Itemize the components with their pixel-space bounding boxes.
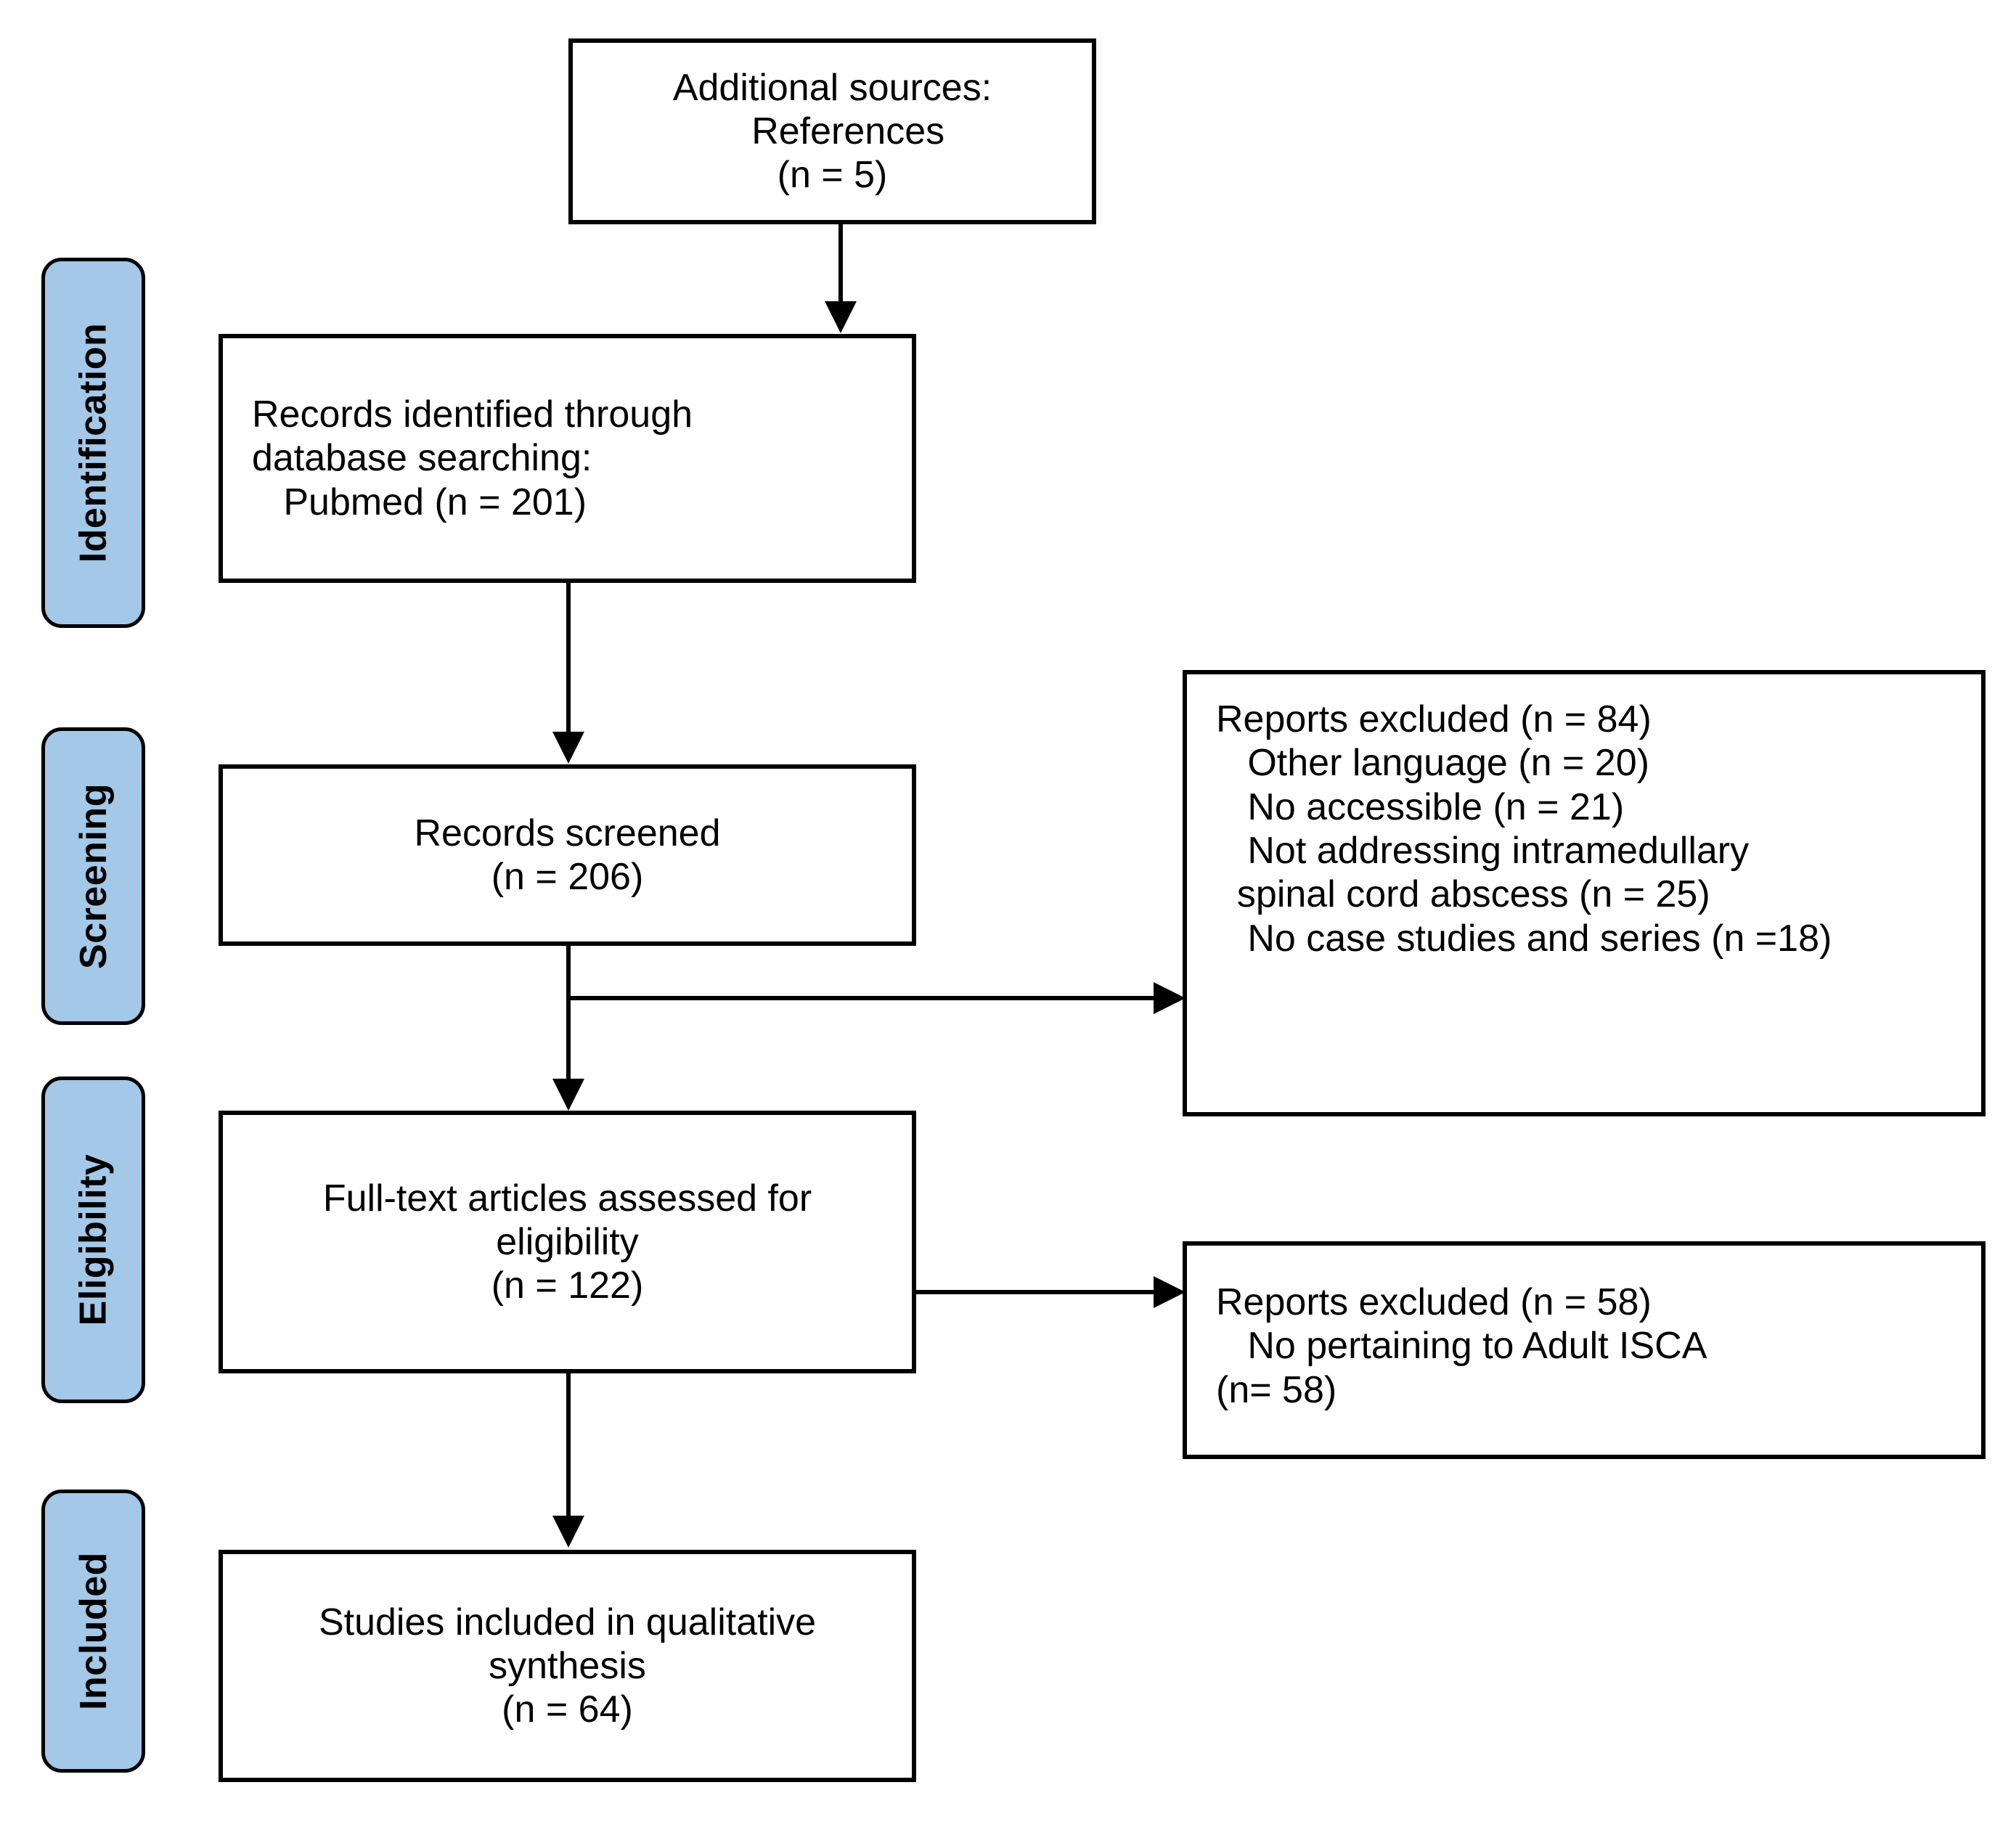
box-reports-excluded-screening-line-1: Reports excluded (n = 84) bbox=[1216, 698, 1652, 740]
box-reports-excluded-screening-line-6: No case studies and series (n =18) bbox=[1216, 917, 1832, 960]
stage-label-screening: Screening bbox=[41, 727, 145, 1025]
box-studies-included-line-1: Studies included in qualitative bbox=[318, 1601, 817, 1643]
box-studies-included-line-3: (n = 64) bbox=[502, 1688, 633, 1731]
box-reports-excluded-eligibility-line-2: No pertaining to Adult ISCA bbox=[1216, 1325, 1707, 1368]
connector-fulltext-to-included bbox=[566, 1373, 571, 1519]
arrowhead-fulltext-to-included bbox=[552, 1516, 584, 1548]
box-studies-included-line-2: synthesis bbox=[489, 1644, 646, 1687]
stage-label-eligibility: Eligibility bbox=[41, 1077, 145, 1403]
box-full-text-assessed-line-1: Full-text articles assessed for bbox=[322, 1177, 812, 1220]
box-studies-included: Studies included in qualitative synthesi… bbox=[219, 1550, 916, 1782]
arrowhead-screened-to-fulltext bbox=[552, 1079, 584, 1111]
box-full-text-assessed: Full-text articles assessed for eligibil… bbox=[219, 1111, 916, 1373]
box-records-screened: Records screened (n = 206) bbox=[219, 764, 916, 946]
box-records-screened-line-2: (n = 206) bbox=[491, 856, 644, 898]
box-records-identified-line-3: Pubmed (n = 201) bbox=[252, 481, 587, 523]
box-reports-excluded-screening-line-5: spinal cord abscess (n = 25) bbox=[1216, 873, 1710, 916]
stage-label-eligibility-text: Eligibility bbox=[72, 1153, 115, 1326]
stage-label-screening-text: Screening bbox=[72, 783, 115, 969]
connector-screened-to-fulltext bbox=[566, 946, 571, 1084]
stage-label-included: Included bbox=[41, 1490, 145, 1773]
box-full-text-assessed-line-2: eligibility bbox=[496, 1220, 639, 1263]
box-records-identified-line-1: Records identified through bbox=[252, 393, 693, 436]
box-additional-sources-line-1: Additional sources: bbox=[672, 66, 992, 109]
box-records-screened-line-1: Records screened bbox=[414, 812, 721, 854]
box-records-identified-line-2: database searching: bbox=[252, 437, 592, 480]
arrowhead-additional-to-identified bbox=[825, 301, 857, 333]
box-additional-sources-line-3: (n = 5) bbox=[777, 154, 888, 197]
arrowhead-identified-to-screened bbox=[552, 732, 584, 764]
box-additional-sources: Additional sources: References (n = 5) bbox=[568, 38, 1096, 224]
box-reports-excluded-screening-line-2: Other language (n = 20) bbox=[1216, 742, 1649, 785]
box-reports-excluded-screening-line-3: No accessible (n = 21) bbox=[1216, 785, 1625, 828]
connector-identified-to-screened bbox=[566, 583, 571, 733]
stage-label-included-text: Included bbox=[72, 1552, 115, 1710]
arrowhead-screened-to-excluded bbox=[1154, 982, 1185, 1014]
box-reports-excluded-eligibility-line-3: (n= 58) bbox=[1216, 1368, 1337, 1411]
connector-screened-to-excluded bbox=[568, 996, 1156, 1000]
box-reports-excluded-eligibility-line-1: Reports excluded (n = 58) bbox=[1216, 1281, 1652, 1323]
connector-fulltext-to-excluded bbox=[916, 1290, 1156, 1294]
box-reports-excluded-screening: Reports excluded (n = 84) Other language… bbox=[1183, 670, 1986, 1116]
box-full-text-assessed-line-3: (n = 122) bbox=[491, 1265, 644, 1307]
box-records-identified: Records identified through database sear… bbox=[219, 334, 916, 583]
box-reports-excluded-eligibility: Reports excluded (n = 58) No pertaining … bbox=[1183, 1241, 1986, 1459]
stage-label-identification-text: Identification bbox=[72, 322, 115, 563]
stage-label-identification: Identification bbox=[41, 258, 145, 628]
connector-additional-to-identified bbox=[838, 223, 843, 303]
arrowhead-fulltext-to-excluded bbox=[1154, 1276, 1185, 1308]
box-additional-sources-line-2: References bbox=[719, 110, 945, 152]
box-reports-excluded-screening-line-4: Not addressing intramedullary bbox=[1216, 829, 1750, 872]
